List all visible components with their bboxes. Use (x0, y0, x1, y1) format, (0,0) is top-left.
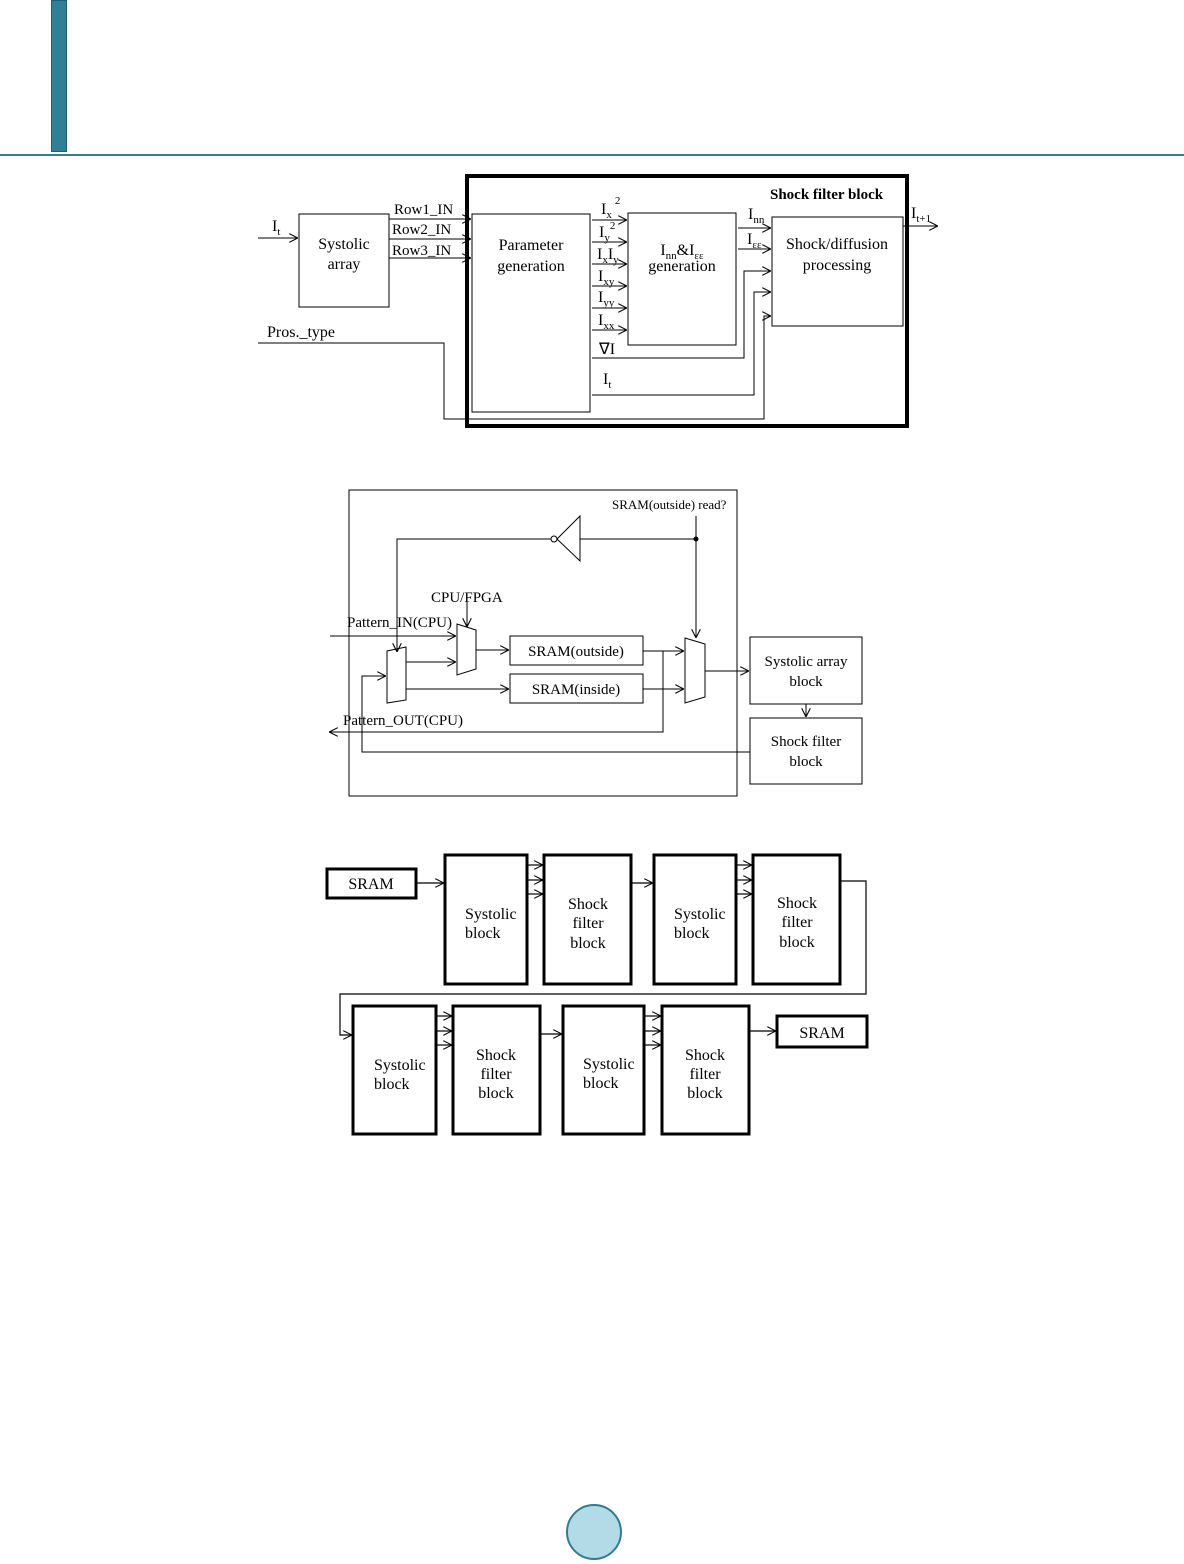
sram-outside-label: SRAM(outside) (528, 644, 624, 660)
row-label: Row1_IN (394, 202, 453, 218)
shock-block-box (451, 1004, 542, 1136)
shock-filter-block-box (749, 717, 863, 785)
systolic-label: block (674, 925, 710, 942)
systolic-label: Systolic (465, 906, 517, 923)
sram-output-box (775, 1014, 869, 1049)
inn-output-label: Inn (748, 206, 765, 226)
systolic-label: Systolic (374, 1057, 426, 1074)
signal-label: Ixx (598, 312, 615, 332)
gradient-path (592, 271, 770, 359)
row-label: Row2_IN (392, 222, 451, 238)
inverter-bubble (550, 535, 558, 543)
shock-block-label: block (789, 754, 823, 770)
systolic-label: array (328, 256, 361, 273)
shock-label: filter (781, 914, 813, 931)
shock-label: Shock (568, 896, 608, 913)
it-label: It (603, 371, 611, 391)
systolic-block-box (351, 1004, 438, 1136)
pattern-out-path (330, 651, 664, 732)
shock-label: Shock (476, 1047, 516, 1064)
figure1-labels: Shock filter block It Systolic array Row… (267, 187, 931, 391)
inverter-gate (556, 514, 581, 563)
figure-sram-control (330, 489, 863, 797)
shock-label: filter (572, 915, 604, 932)
it-path (592, 292, 770, 396)
sram-label: SRAM (799, 1025, 844, 1042)
systolic-array-box (298, 213, 390, 308)
inn-gen-label: Inn&Iεε (660, 242, 704, 262)
inverter-to-mux (397, 538, 551, 651)
iee-output-label: Iεε (747, 231, 762, 251)
pros-type-path (258, 316, 770, 420)
control-outer-box (348, 489, 738, 797)
shock-label: block (687, 1085, 723, 1102)
figure3-labels: SRAM SRAM Systolic block Systolic block … (348, 876, 844, 1102)
shock-filter-outer-block (465, 174, 909, 428)
figure-shock-filter-architecture (258, 174, 937, 428)
mux-right (684, 637, 706, 704)
row-label: Row3_IN (392, 243, 451, 259)
param-label: generation (497, 258, 565, 275)
systolic-block-box (652, 853, 738, 986)
page-number-badge (566, 1504, 622, 1560)
gradient-label: ∇I (598, 341, 615, 358)
systolic-block-box (561, 1004, 646, 1136)
signal-label: Ixy (598, 268, 615, 288)
systolic-block-label: Systolic array (765, 654, 848, 670)
pattern-out-label: Pattern_OUT(CPU) (343, 713, 463, 729)
shock-filter-title: Shock filter block (770, 187, 884, 203)
input-label: It (272, 218, 280, 238)
journal-header-bar (51, 0, 67, 152)
shock-block-box (751, 853, 842, 986)
shock-label: Shock (777, 895, 817, 912)
systolic-block-box (443, 853, 529, 986)
shock-block-label: Shock filter (771, 734, 841, 750)
figure2-labels: SRAM(outside) read? CPU/FPGA Pattern_IN(… (343, 497, 848, 770)
mux-top (456, 623, 477, 676)
shock-label: block (478, 1085, 514, 1102)
shock-label: block (570, 935, 606, 952)
pattern-in-label: Pattern_IN(CPU) (347, 615, 452, 631)
sram-label: SRAM (348, 876, 393, 893)
systolic-array-block-box (749, 636, 863, 705)
systolic-label: Systolic (674, 906, 726, 923)
header-divider (0, 154, 1184, 156)
shock-diffusion-label: Shock/diffusion (786, 236, 888, 253)
figure-pipeline (325, 853, 869, 1136)
shock-label: Shock (685, 1047, 725, 1064)
systolic-label: block (465, 925, 501, 942)
signal-label: Iy2 (599, 220, 615, 244)
shock-diffusion-box (771, 216, 904, 327)
mux-left (386, 646, 407, 704)
pros-type-label: Pros._type (267, 324, 335, 341)
shock-diffusion-label: processing (803, 257, 871, 274)
systolic-label: block (583, 1075, 619, 1092)
shock-label: filter (689, 1066, 721, 1083)
systolic-label: block (374, 1076, 410, 1093)
output-label: It+1 (911, 205, 931, 225)
feedback-path (361, 676, 750, 753)
shock-block-box (542, 853, 633, 986)
sram-inside-label: SRAM(inside) (532, 682, 620, 698)
shock-label: filter (480, 1066, 512, 1083)
systolic-label: Systolic (583, 1056, 635, 1073)
ctrl-label: SRAM(outside) read? (612, 497, 727, 512)
shock-label: block (779, 934, 815, 951)
signal-label: Iyy (598, 289, 615, 309)
cpu-fpga-label: CPU/FPGA (431, 590, 503, 606)
param-label: Parameter (499, 237, 565, 254)
wrap-path (339, 880, 867, 1035)
signal-label: IxIy (597, 246, 619, 266)
systolic-label: Systolic (318, 236, 370, 253)
signal-label: Ix2 (601, 195, 620, 221)
parameter-generation-box (471, 213, 591, 413)
inn-gen-label: generation (648, 258, 716, 275)
inn-iee-generation-box (627, 212, 737, 346)
systolic-block-label: block (789, 674, 823, 690)
shock-block-box (660, 1004, 751, 1136)
